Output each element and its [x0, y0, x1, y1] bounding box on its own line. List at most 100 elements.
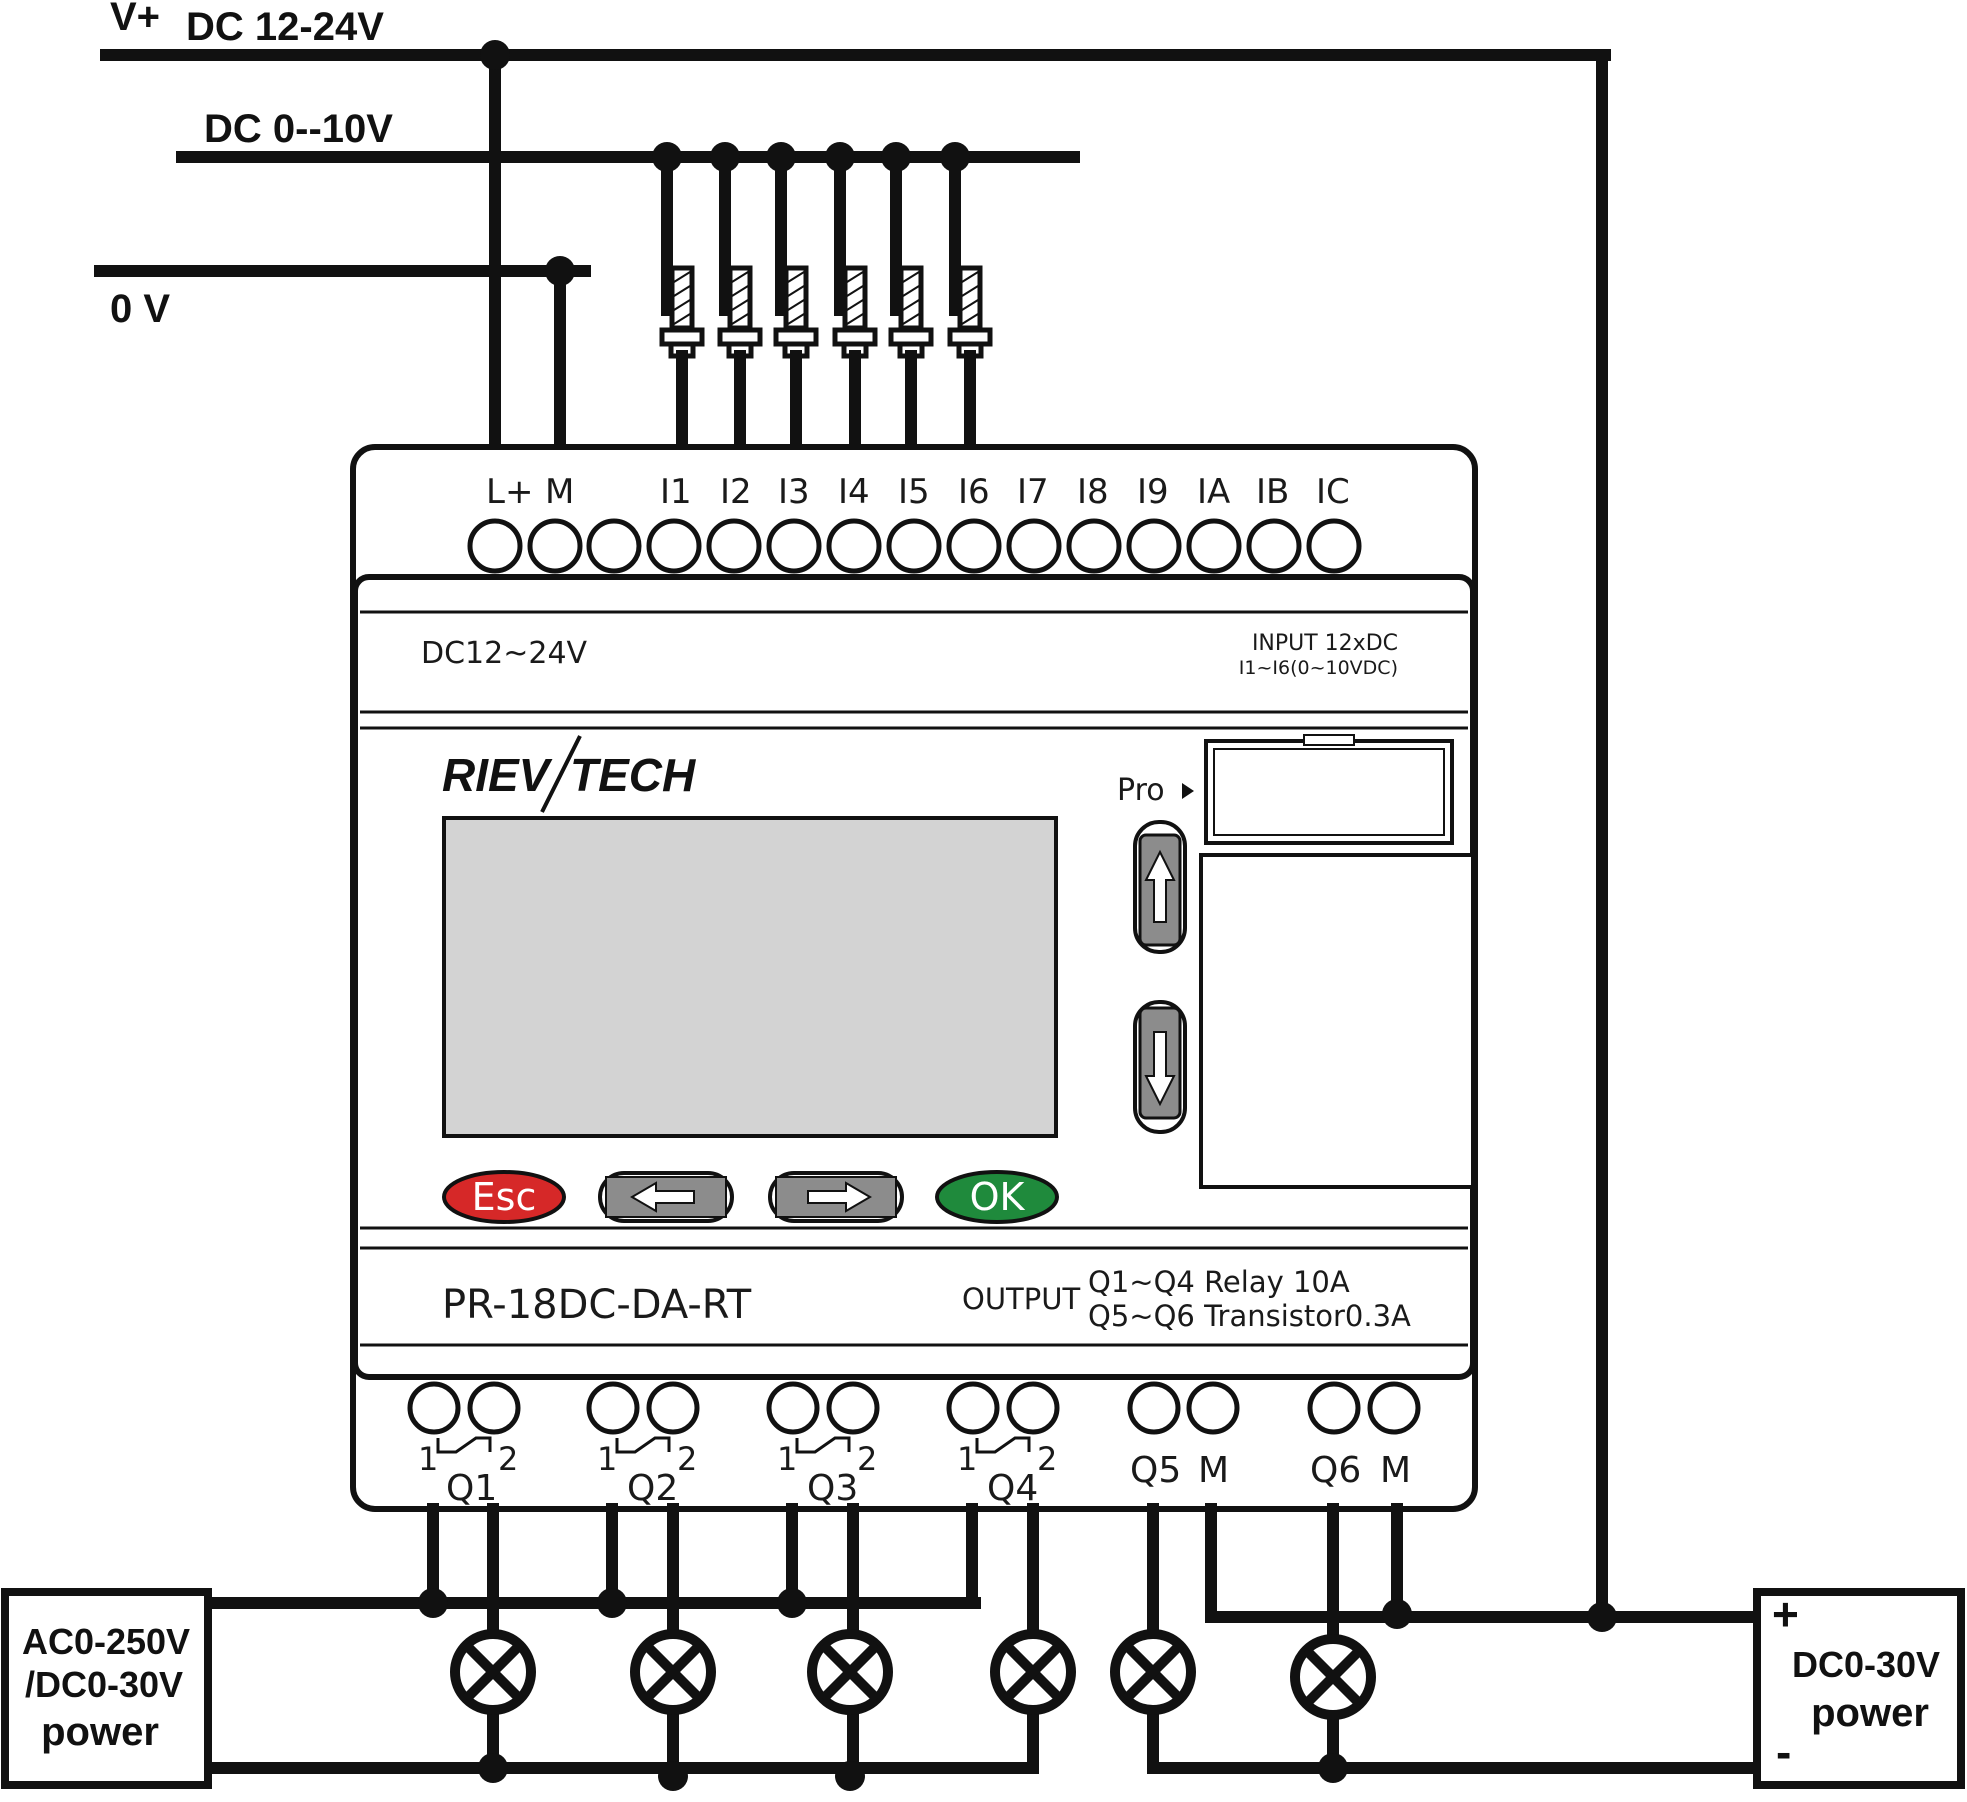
q5-m-label: M — [1198, 1450, 1229, 1491]
pro-label: Pro — [1117, 773, 1165, 808]
program-module-slot[interactable] — [1204, 734, 1454, 845]
terminal-screw — [1246, 518, 1302, 574]
potentiometer — [652, 142, 705, 446]
junction-dot — [545, 256, 575, 286]
top-terminal-labels: L+ M I1 I2 I3 I4 I5 I6 I7 I8 I9 IA IB IC — [486, 472, 1350, 512]
lcd-screen — [442, 816, 1058, 1138]
right-supply-minus: - — [1776, 1726, 1791, 1778]
ac-dc-power-supply: AC0-250V /DC0-30V power — [1, 1588, 212, 1789]
esc-button[interactable]: Esc — [442, 1170, 566, 1224]
q5-label: Q5 — [1130, 1450, 1181, 1491]
q3-label: Q3 — [807, 1468, 858, 1509]
terminal-screw — [946, 518, 1002, 574]
q2-pin1-label: 1 — [597, 1440, 617, 1478]
output-labels: 1 2 Q1 1 2 Q2 1 2 Q3 1 2 Q4 Q5 M Q6 M — [418, 1440, 1411, 1509]
output-spec-line2: Q5~Q6 Transistor0.3A — [1088, 1299, 1411, 1333]
brand-text-right: TECH — [570, 749, 696, 801]
dc-power-supply: + DC0-30V power - — [1753, 1588, 1965, 1789]
terminal-label-m: M — [545, 472, 574, 512]
down-button[interactable] — [1133, 1000, 1187, 1134]
arrow-up-icon — [1144, 849, 1176, 923]
dc12-24-label: DC 12-24V — [186, 5, 384, 49]
potentiometer — [766, 142, 819, 446]
q4-pin1-label: 1 — [957, 1440, 977, 1478]
arrow-left-icon — [630, 1181, 695, 1213]
terminal-label-i7: I7 — [1017, 472, 1049, 512]
brand-logo: RIEV TECH — [442, 735, 696, 813]
q3-pin2-label: 2 — [857, 1440, 877, 1478]
q3-pin1-label: 1 — [777, 1440, 797, 1478]
terminal-screw — [1126, 518, 1182, 574]
terminal-label-ic: IC — [1316, 472, 1350, 512]
lamp-icon — [630, 1629, 716, 1715]
zero-v-label: 0 V — [110, 287, 170, 331]
q2-pin2-label: 2 — [677, 1440, 697, 1478]
model-number: PR-18DC-DA-RT — [442, 1282, 752, 1328]
vplus-label: V+ — [110, 0, 160, 39]
potentiometer — [881, 142, 934, 446]
arrow-down-icon — [1144, 1031, 1176, 1107]
terminal-screw — [1306, 518, 1362, 574]
terminal-label-i9: I9 — [1137, 472, 1169, 512]
potentiometer — [825, 142, 878, 446]
terminal-screw — [467, 518, 523, 574]
supply-rails: V+ DC 12-24V DC 0--10V 0 V — [94, 0, 1611, 1623]
cover-panel — [1199, 853, 1475, 1189]
terminal-screw — [826, 518, 882, 574]
lamp-icon — [807, 1629, 893, 1715]
q2-label: Q2 — [627, 1468, 678, 1509]
pro-arrow-icon — [1182, 783, 1194, 799]
terminal-label-i8: I8 — [1077, 472, 1109, 512]
left-supply-line3: power — [41, 1710, 159, 1754]
lamp-icon — [450, 1629, 536, 1715]
terminal-label-i5: I5 — [898, 472, 930, 512]
left-button[interactable] — [598, 1171, 734, 1223]
right-button[interactable] — [768, 1171, 904, 1223]
arrow-right-icon — [807, 1181, 872, 1213]
input-spec-line1: INPUT 12xDC — [1252, 631, 1398, 656]
q1-pin1-label: 1 — [418, 1440, 438, 1478]
brand-text-left: RIEV — [442, 749, 553, 801]
lamps — [450, 1629, 1376, 1720]
terminal-label-i3: I3 — [778, 472, 810, 512]
output-spec-line1: Q1~Q4 Relay 10A — [1088, 1265, 1350, 1299]
terminal-label-i2: I2 — [720, 472, 752, 512]
ok-button-label: OK — [970, 1175, 1026, 1219]
terminal-screw — [766, 518, 822, 574]
q4-pin2-label: 2 — [1037, 1440, 1057, 1478]
esc-button-label: Esc — [472, 1175, 537, 1219]
terminal-screw — [646, 518, 702, 574]
lamp-icon — [990, 1629, 1076, 1715]
up-button[interactable] — [1133, 820, 1187, 954]
potentiometer — [940, 142, 993, 446]
terminal-label-i1: I1 — [660, 472, 692, 512]
terminal-label-lplus: L+ — [486, 472, 533, 512]
plc-device: L+ M I1 I2 I3 I4 I5 I6 I7 I8 I9 IA IB IC — [350, 444, 1478, 1512]
terminal-screw — [1006, 518, 1062, 574]
junction-dot — [480, 40, 510, 70]
output-label: OUTPUT — [962, 1282, 1080, 1316]
lamp-icon — [1290, 1634, 1376, 1720]
terminal-screw — [886, 518, 942, 574]
q1-label: Q1 — [446, 1468, 497, 1509]
output-terminals — [407, 1381, 1421, 1435]
right-supply-line1: DC0-30V — [1792, 1644, 1940, 1685]
dc0-10-label: DC 0--10V — [204, 107, 393, 151]
relay-contact-symbols — [436, 1436, 1031, 1454]
potentiometer — [710, 142, 763, 446]
lamp-icon — [1110, 1629, 1196, 1715]
terminal-screw — [1066, 518, 1122, 574]
q6-m-label: M — [1380, 1450, 1411, 1491]
right-supply-line2: power — [1811, 1691, 1929, 1735]
terminal-label-ia: IA — [1197, 472, 1230, 512]
left-supply-line2: /DC0-30V — [25, 1664, 183, 1705]
ok-button[interactable]: OK — [935, 1170, 1059, 1224]
output-wiring — [204, 1503, 1766, 1791]
terminal-label-i4: I4 — [838, 472, 870, 512]
q6-label: Q6 — [1310, 1450, 1361, 1491]
input-spec-line2: I1~I6(0~10VDC) — [1239, 657, 1398, 679]
terminal-label-i6: I6 — [958, 472, 990, 512]
top-terminals — [467, 518, 1362, 574]
